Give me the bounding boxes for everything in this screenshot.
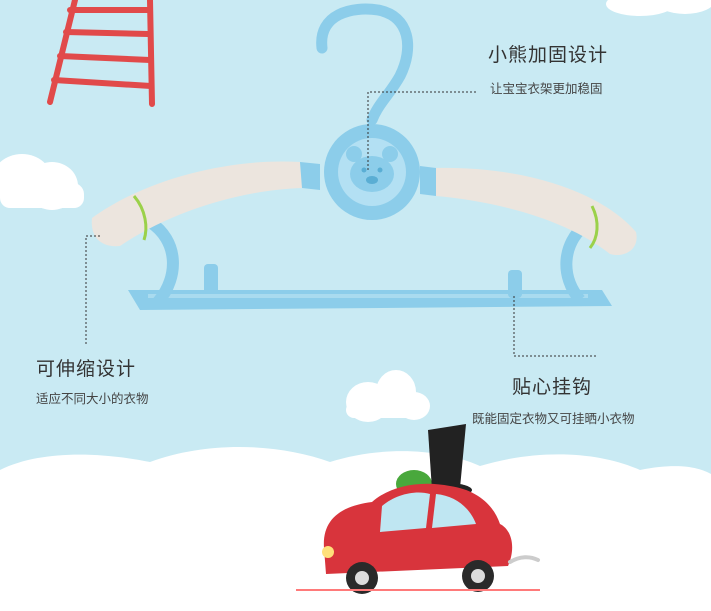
feature-1-subtitle: 让宝宝衣架更加稳固 (490, 81, 603, 96)
ladder-illustration (47, 0, 155, 107)
hanger-right-arm (436, 167, 637, 256)
hanger-hook (316, 3, 414, 126)
cloud-left (0, 154, 84, 210)
feature-2-subtitle: 适应不同大小的衣物 (36, 391, 149, 406)
cloud-middle (346, 370, 430, 422)
feature-1-title: 小熊加固设计 (488, 44, 609, 66)
cartoon-car-illustration (296, 424, 540, 594)
feature-3-title: 贴心挂钩 (512, 376, 593, 398)
feature-2-title: 可伸缩设计 (36, 358, 137, 380)
hanger-bottom-rail (128, 290, 612, 310)
leader-lines (85, 91, 596, 357)
cloud-top-right (606, 0, 711, 16)
hanger-left-arm (91, 161, 302, 247)
bear-face-icon (346, 146, 398, 192)
feature-3-subtitle: 既能固定衣物又可挂晒小衣物 (472, 411, 635, 426)
car-body (323, 483, 513, 574)
hanger-illustration (91, 3, 637, 310)
